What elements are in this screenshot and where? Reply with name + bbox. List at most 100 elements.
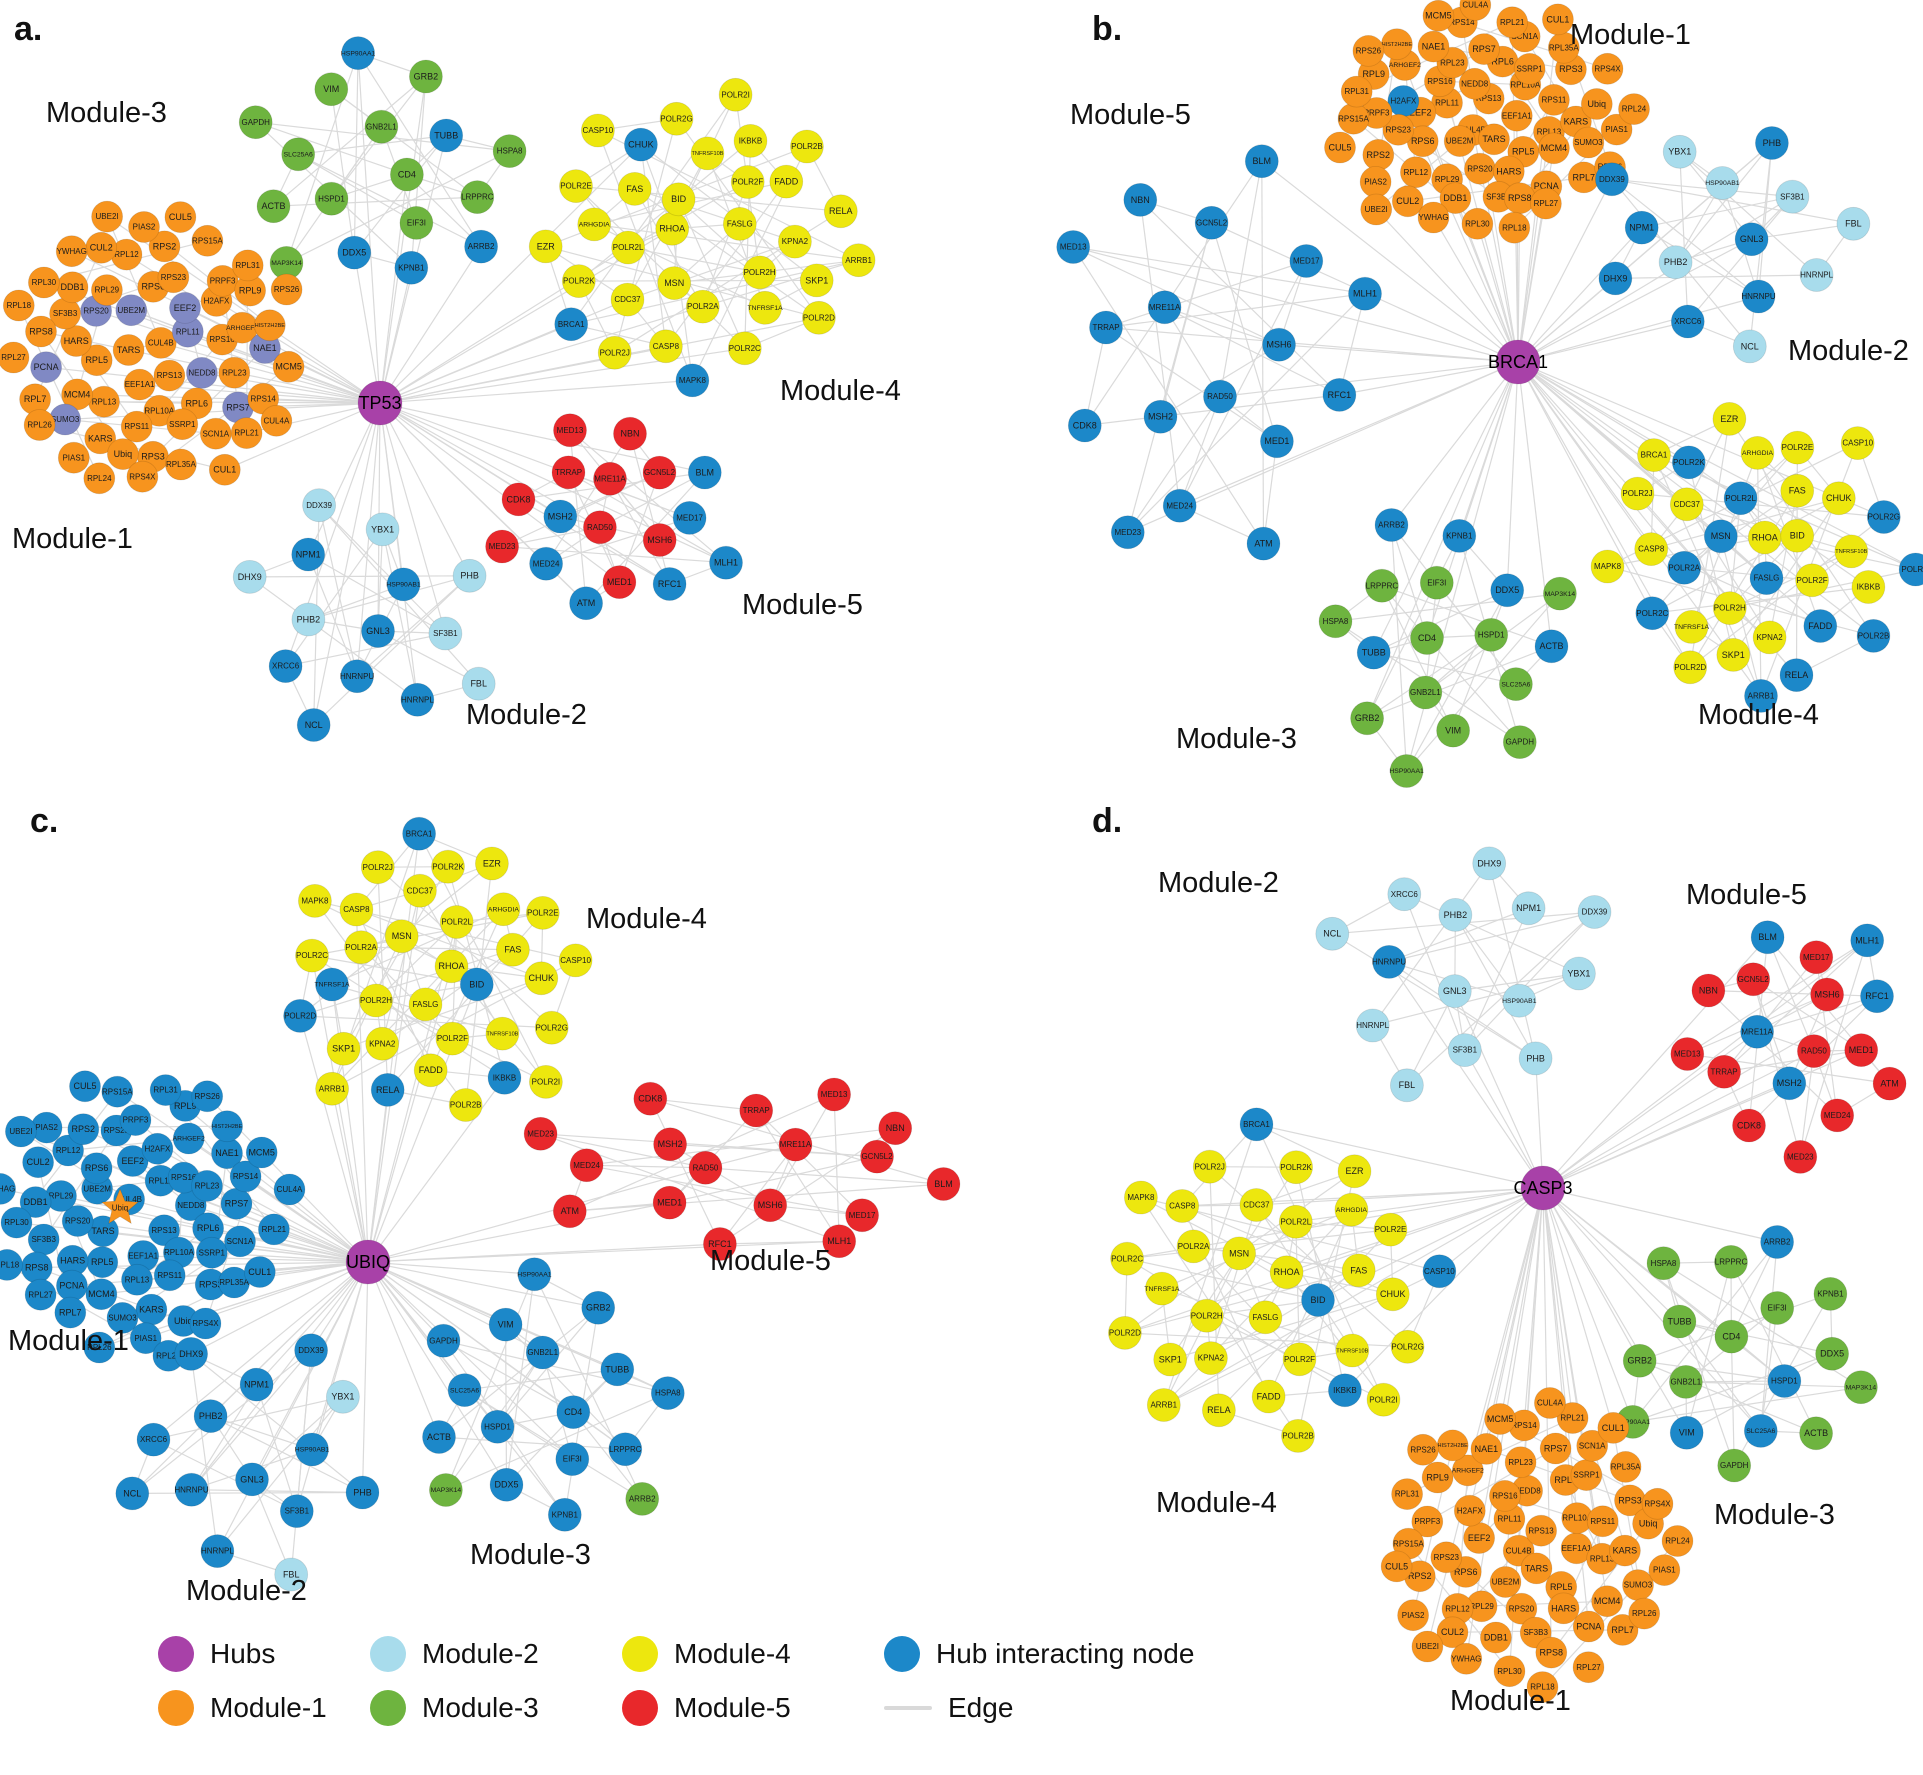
- node-DDX5[interactable]: [1815, 1336, 1849, 1371]
- node-POLR2A[interactable]: [344, 930, 379, 965]
- node-RHOA[interactable]: [655, 211, 690, 246]
- node-FADD[interactable]: [769, 164, 804, 199]
- node-RPS11[interactable]: [1538, 84, 1570, 116]
- node-GAPDH[interactable]: [238, 105, 273, 140]
- node-DDX5[interactable]: [1490, 573, 1525, 608]
- node-RPS4X[interactable]: [126, 460, 159, 493]
- node-KPNA2[interactable]: [778, 224, 812, 259]
- node-RPL9[interactable]: [1421, 1461, 1454, 1494]
- node-RPL31[interactable]: [149, 1074, 182, 1106]
- node-RPS15A[interactable]: [101, 1075, 134, 1108]
- node-CHUK[interactable]: [624, 127, 658, 162]
- node-SSRP1[interactable]: [1513, 53, 1546, 85]
- node-UBE2I[interactable]: [4, 1115, 37, 1148]
- node-GAPDH[interactable]: [1717, 1448, 1752, 1483]
- node-RPS7[interactable]: [1539, 1432, 1572, 1465]
- node-DDB1[interactable]: [56, 271, 89, 304]
- node-POLR2L[interactable]: [1278, 1204, 1313, 1239]
- node-CD4[interactable]: [1410, 621, 1444, 655]
- node-PCNA[interactable]: [30, 351, 62, 384]
- node-RFC1[interactable]: [652, 567, 687, 601]
- node-ARHGDIA[interactable]: [577, 207, 612, 242]
- node-POLR2K[interactable]: [1671, 445, 1706, 480]
- node-CUL2[interactable]: [1391, 185, 1424, 218]
- node-MED13[interactable]: [1670, 1037, 1705, 1071]
- node-GRB2[interactable]: [1350, 701, 1384, 736]
- node-CUL5[interactable]: [69, 1070, 101, 1103]
- node-KPNA2[interactable]: [365, 1026, 400, 1061]
- node-PIAS1[interactable]: [129, 1322, 162, 1355]
- node-MED17[interactable]: [1799, 940, 1834, 975]
- node-NBN[interactable]: [613, 416, 647, 451]
- node-FADD[interactable]: [1251, 1379, 1286, 1414]
- node-YWHAG[interactable]: [55, 235, 88, 268]
- node-PRPF3[interactable]: [119, 1104, 152, 1136]
- node-UBE2I[interactable]: [91, 200, 123, 233]
- node-MLH1[interactable]: [1850, 923, 1885, 958]
- node-EIF3I[interactable]: [399, 205, 434, 240]
- node-HNRNPU[interactable]: [174, 1472, 209, 1507]
- node-PHB2[interactable]: [291, 602, 326, 637]
- node-CDC37[interactable]: [1669, 487, 1704, 522]
- node-POLR2I[interactable]: [529, 1065, 563, 1099]
- node-CDC37[interactable]: [1239, 1188, 1274, 1222]
- node-PIAS1[interactable]: [1648, 1554, 1681, 1586]
- node-UBE2M[interactable]: [1443, 125, 1476, 158]
- hub-BRCA1[interactable]: [1495, 339, 1541, 385]
- node-SF3B1[interactable]: [1775, 179, 1810, 214]
- node-EZR[interactable]: [1337, 1154, 1372, 1189]
- node-RPL26[interactable]: [83, 1331, 116, 1364]
- node-RPL24[interactable]: [1661, 1525, 1694, 1557]
- node-MED23[interactable]: [1783, 1140, 1818, 1174]
- node-PIAS1[interactable]: [1600, 113, 1633, 146]
- node-HIST2H2BE[interactable]: [211, 1110, 244, 1143]
- node-MED1[interactable]: [652, 1185, 687, 1220]
- node-POLR2H[interactable]: [1712, 591, 1747, 625]
- node-NAE1[interactable]: [1417, 30, 1450, 63]
- node-XRCC6[interactable]: [1670, 304, 1705, 339]
- node-BID[interactable]: [459, 967, 494, 1002]
- node-POLR2L[interactable]: [439, 905, 474, 939]
- node-RPL30[interactable]: [1493, 1655, 1526, 1688]
- node-TRRAP[interactable]: [551, 455, 586, 490]
- node-POLR2B[interactable]: [448, 1088, 483, 1122]
- node-KARS[interactable]: [84, 422, 117, 455]
- node-CDC37[interactable]: [402, 873, 437, 908]
- node-GNL3[interactable]: [1437, 974, 1472, 1008]
- node-SSRP1[interactable]: [195, 1236, 228, 1269]
- node-ARHGDIA[interactable]: [1334, 1192, 1369, 1227]
- node-DDX39[interactable]: [294, 1333, 329, 1368]
- node-GNB2L1[interactable]: [364, 109, 399, 144]
- node-BLM[interactable]: [1244, 144, 1279, 179]
- node-ATM[interactable]: [1872, 1066, 1907, 1101]
- node-CDK8[interactable]: [1067, 408, 1102, 443]
- node-PHB[interactable]: [1755, 126, 1789, 160]
- node-POLR2L[interactable]: [1723, 481, 1758, 516]
- node-POLR2F[interactable]: [1795, 563, 1829, 598]
- node-Ubiq[interactable]: [1580, 88, 1613, 120]
- node-RPL35A[interactable]: [1609, 1451, 1642, 1483]
- node-HSPD1[interactable]: [480, 1409, 515, 1444]
- node-POLR2C[interactable]: [1110, 1241, 1144, 1276]
- node-POLR2E[interactable]: [1373, 1212, 1408, 1247]
- node-RPS15A[interactable]: [1337, 102, 1370, 135]
- node-Ubiq[interactable]: [107, 438, 139, 471]
- node-GRB2[interactable]: [581, 1290, 616, 1325]
- node-PHB[interactable]: [452, 558, 487, 593]
- node-POLR2B[interactable]: [790, 129, 824, 164]
- node-EIF3I[interactable]: [1760, 1291, 1795, 1325]
- node-POLR2A[interactable]: [1667, 550, 1702, 585]
- node-NAE1[interactable]: [1470, 1433, 1503, 1465]
- node-HSPD1[interactable]: [1767, 1364, 1802, 1398]
- node-ACTB[interactable]: [256, 189, 291, 224]
- node-EEF1A1[interactable]: [1500, 99, 1533, 132]
- node-YWHAG[interactable]: [1450, 1642, 1483, 1675]
- node-RPL31[interactable]: [1340, 75, 1373, 108]
- node-RPL21[interactable]: [1496, 6, 1529, 39]
- node-DDB1[interactable]: [19, 1186, 52, 1218]
- node-H2AFX[interactable]: [141, 1132, 174, 1165]
- node-BRCA1[interactable]: [1239, 1107, 1274, 1142]
- node-FAS[interactable]: [1341, 1253, 1376, 1288]
- node-CDK8[interactable]: [1732, 1108, 1766, 1143]
- node-NPM1[interactable]: [1511, 891, 1546, 926]
